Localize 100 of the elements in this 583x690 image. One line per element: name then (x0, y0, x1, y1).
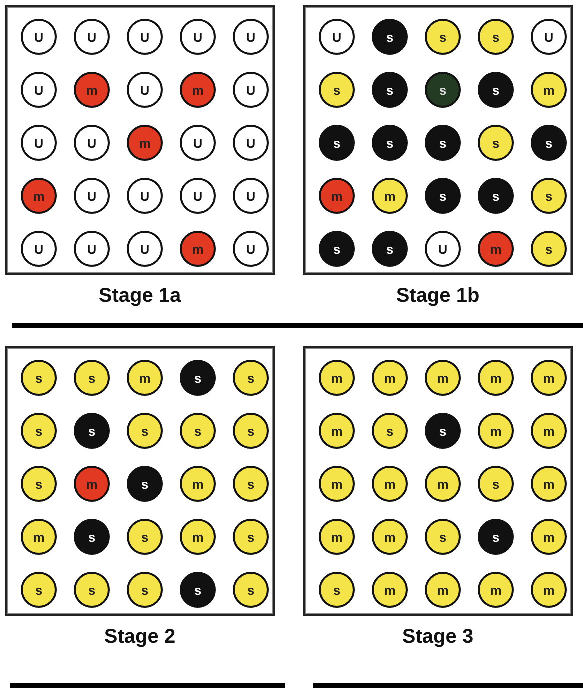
letter-circle: s (425, 413, 461, 449)
letter-circle: m (425, 572, 461, 608)
letter-circle: s (74, 413, 110, 449)
letter-circle: s (233, 413, 269, 449)
letter-circle: s (478, 125, 514, 161)
letter-circle: s (319, 125, 355, 161)
letter-circle: s (478, 72, 514, 108)
letter-circle: s (127, 572, 163, 608)
letter-circle: m (319, 178, 355, 214)
letter-circle: s (21, 466, 57, 502)
letter-circle: s (425, 125, 461, 161)
stage-caption: Stage 1a (98, 285, 182, 308)
letter-circle: U (425, 231, 461, 267)
letter-circle: U (21, 125, 57, 161)
letter-circle: s (233, 572, 269, 608)
letter-circle: s (425, 519, 461, 555)
stage-caption: Stage 1b (395, 285, 481, 308)
letter-circle: U (74, 19, 110, 55)
letter-circle: m (478, 413, 514, 449)
letter-circle: s (478, 466, 514, 502)
letter-circle: s (531, 125, 567, 161)
letter-circle: s (372, 125, 408, 161)
letter-circle: s (372, 231, 408, 267)
letter-circle: m (531, 572, 567, 608)
letter-circle: m (180, 519, 216, 555)
letter-circle: s (21, 360, 57, 396)
letter-circle: s (233, 519, 269, 555)
letter-circle: s (21, 413, 57, 449)
letter-circle: s (127, 413, 163, 449)
letter-circle: s (180, 572, 216, 608)
letter-circle: m (180, 231, 216, 267)
letter-circle: U (233, 72, 269, 108)
letter-circle: m (372, 466, 408, 502)
letter-circle: U (127, 72, 163, 108)
letter-circle: U (233, 178, 269, 214)
letter-circle: s (478, 19, 514, 55)
letter-circle: s (74, 572, 110, 608)
letter-circle: U (21, 231, 57, 267)
letter-circle: U (180, 178, 216, 214)
stage-caption: Stage 2 (103, 626, 177, 649)
letter-circle: s (478, 178, 514, 214)
letter-circle: U (233, 231, 269, 267)
letter-circle: m (531, 466, 567, 502)
letter-circle: m (531, 72, 567, 108)
letter-circle: m (425, 466, 461, 502)
letter-circle: m (425, 360, 461, 396)
letter-circle: m (74, 466, 110, 502)
letter-circle: U (180, 19, 216, 55)
letter-circle: m (180, 466, 216, 502)
stage-caption: Stage 3 (401, 626, 475, 649)
letter-circle: s (319, 572, 355, 608)
letter-circle: s (233, 360, 269, 396)
letter-circle: m (319, 413, 355, 449)
letter-circle: s (74, 519, 110, 555)
letter-circle: m (372, 519, 408, 555)
letter-circle: s (233, 466, 269, 502)
letter-circle: m (127, 125, 163, 161)
letter-circle: m (180, 72, 216, 108)
letter-circle: s (478, 519, 514, 555)
letter-circle: m (478, 231, 514, 267)
letter-circle: U (233, 125, 269, 161)
letter-circle: m (531, 360, 567, 396)
letter-circle: m (21, 178, 57, 214)
letter-circle: U (531, 19, 567, 55)
letter-circle: U (180, 125, 216, 161)
letter-circle: m (478, 360, 514, 396)
letter-circle: m (319, 360, 355, 396)
letter-circle: U (74, 231, 110, 267)
letter-circle: s (531, 178, 567, 214)
letter-circle: s (127, 466, 163, 502)
letter-circle: s (319, 231, 355, 267)
letter-circle: s (372, 413, 408, 449)
letter-circle: m (21, 519, 57, 555)
letter-circle: s (425, 72, 461, 108)
letter-circle: m (478, 572, 514, 608)
letter-circle: U (74, 125, 110, 161)
letter-circle: U (21, 72, 57, 108)
letter-circle: U (74, 178, 110, 214)
letter-circle: U (127, 19, 163, 55)
letter-circle: s (372, 19, 408, 55)
letter-circle: U (233, 19, 269, 55)
letter-circle: s (21, 572, 57, 608)
letter-circle: s (319, 72, 355, 108)
letter-circle: U (127, 178, 163, 214)
letter-circle: s (372, 72, 408, 108)
letter-circle: s (425, 19, 461, 55)
letter-circle: m (372, 360, 408, 396)
letter-circle: m (531, 519, 567, 555)
letter-circle: s (127, 519, 163, 555)
letter-circle: U (319, 19, 355, 55)
letter-circle: m (372, 178, 408, 214)
letter-circle: m (74, 72, 110, 108)
letter-circle: s (180, 413, 216, 449)
letter-circle: m (319, 519, 355, 555)
letter-circle: m (319, 466, 355, 502)
letter-circle: s (425, 178, 461, 214)
letter-circle: s (74, 360, 110, 396)
letter-circle: m (127, 360, 163, 396)
letter-circle: U (21, 19, 57, 55)
letter-circle: s (180, 360, 216, 396)
